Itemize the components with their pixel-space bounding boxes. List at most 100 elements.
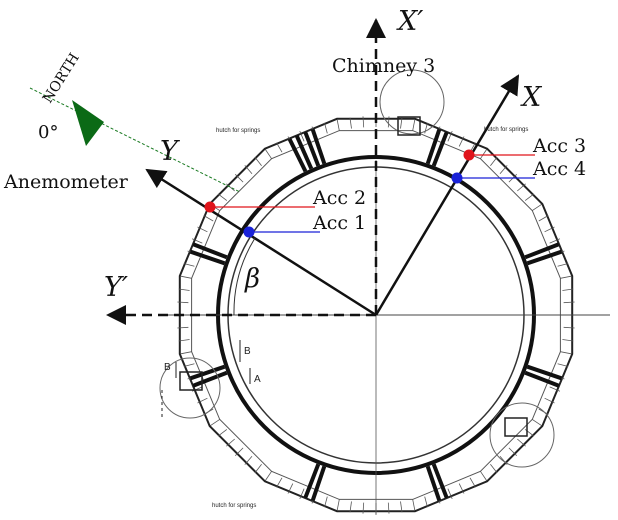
- ring-tick: [197, 226, 208, 233]
- acc4-marker: [451, 172, 463, 184]
- structural-rib: [189, 249, 226, 266]
- y-axis: [145, 168, 377, 317]
- ring-tick: [191, 238, 203, 244]
- section-markers: B B A: [161, 340, 261, 420]
- ring-tick: [563, 301, 575, 304]
- structural-rib: [192, 242, 228, 260]
- ring-tick: [235, 174, 244, 183]
- ring-tick: [400, 501, 403, 513]
- ring-tick: [544, 226, 555, 233]
- structural-rib: [425, 465, 442, 502]
- ring-tick: [469, 477, 476, 488]
- ring-tick: [538, 215, 549, 222]
- ring-tick: [299, 130, 305, 142]
- ring-tick: [276, 142, 283, 153]
- structural-rib: [310, 128, 327, 165]
- chimney-label: Chimney 3: [332, 55, 435, 77]
- ring-tick: [217, 193, 228, 201]
- structural-rib: [524, 242, 560, 260]
- ring-tick: [276, 477, 283, 488]
- ring-tick: [557, 263, 569, 267]
- acc3-marker: [463, 149, 475, 161]
- ring-tick: [412, 499, 416, 511]
- acc2-label: Acc 2: [312, 187, 366, 209]
- anchor-bracket-left: [159, 357, 221, 419]
- anemometer-label: Anemometer: [3, 171, 129, 193]
- ring-tick: [180, 275, 192, 279]
- ring-tick: [197, 397, 208, 404]
- acc3-label: Acc 3: [532, 135, 586, 157]
- structural-rib: [310, 465, 327, 502]
- north-label: NORTH: [40, 51, 83, 107]
- y-prime-label: Y′: [104, 272, 128, 303]
- section-label-a: A: [254, 374, 261, 385]
- acc4-label: Acc 4: [532, 158, 586, 180]
- structural-rib: [431, 463, 449, 499]
- ring-tick: [412, 119, 416, 131]
- ring-tick: [177, 326, 189, 329]
- structural-rib: [526, 364, 563, 381]
- ring-tick: [490, 463, 498, 474]
- ring-tick: [549, 386, 561, 392]
- x-label: X: [520, 82, 543, 113]
- ring-tick: [336, 499, 340, 511]
- ring-tick: [362, 502, 365, 514]
- ring-tick: [544, 397, 555, 404]
- ring-tick: [447, 488, 453, 500]
- ring-tick: [265, 149, 272, 159]
- ring-tick: [557, 363, 569, 367]
- structural-rib: [526, 249, 563, 266]
- ring-tick: [387, 502, 390, 514]
- ring-tick: [387, 116, 390, 128]
- structural-rib: [425, 128, 442, 165]
- ring-tick: [235, 447, 244, 456]
- structural-rib: [303, 463, 321, 499]
- ring-tick: [183, 363, 195, 367]
- ring-tick: [349, 501, 352, 513]
- ring-tick: [183, 263, 195, 267]
- structural-rib: [192, 370, 228, 388]
- beta-label: β: [244, 264, 260, 294]
- structural-rib: [189, 364, 226, 381]
- section-label-b1: B: [244, 346, 251, 357]
- ring-tick: [226, 438, 235, 447]
- ring-tick: [424, 496, 428, 508]
- ring-tick: [226, 183, 235, 192]
- ring-tick: [265, 471, 272, 481]
- hutch-label-bottom: hutch for springs: [212, 503, 256, 509]
- hutch-label-top-left: hutch for springs: [216, 128, 260, 134]
- ring-tick: [254, 463, 262, 474]
- ring-tick: [254, 156, 262, 167]
- north-direction-line: [29, 87, 241, 193]
- ring-tick: [517, 183, 526, 192]
- ring-tick: [349, 117, 352, 129]
- acc2-marker: [204, 201, 216, 213]
- ring-tick: [336, 119, 340, 131]
- ring-tick: [178, 288, 190, 291]
- ring-tick: [490, 156, 498, 167]
- acc1-label: Acc 1: [312, 212, 366, 234]
- ring-tick: [562, 288, 574, 291]
- structural-rib: [303, 131, 321, 167]
- x-axis: [374, 74, 520, 316]
- ring-tick: [400, 117, 403, 129]
- ring-tick: [299, 488, 305, 500]
- structural-rib: [524, 370, 560, 388]
- structural-rib: [431, 131, 449, 167]
- structural-rib: [287, 138, 308, 173]
- section-label-b2: B: [164, 362, 171, 373]
- structural-rib: [294, 134, 314, 170]
- ring-tick: [178, 339, 190, 342]
- acc1-marker: [243, 226, 255, 238]
- ring-tick: [210, 419, 220, 426]
- ring-tick: [524, 193, 535, 201]
- ring-tick: [458, 136, 465, 147]
- ring-tick: [517, 438, 526, 447]
- y-label: Y: [160, 136, 180, 167]
- ring-tick: [499, 165, 508, 174]
- ring-tick: [532, 204, 542, 211]
- ring-tick: [447, 130, 453, 142]
- ring-tick: [244, 165, 253, 174]
- ring-tick: [362, 116, 365, 128]
